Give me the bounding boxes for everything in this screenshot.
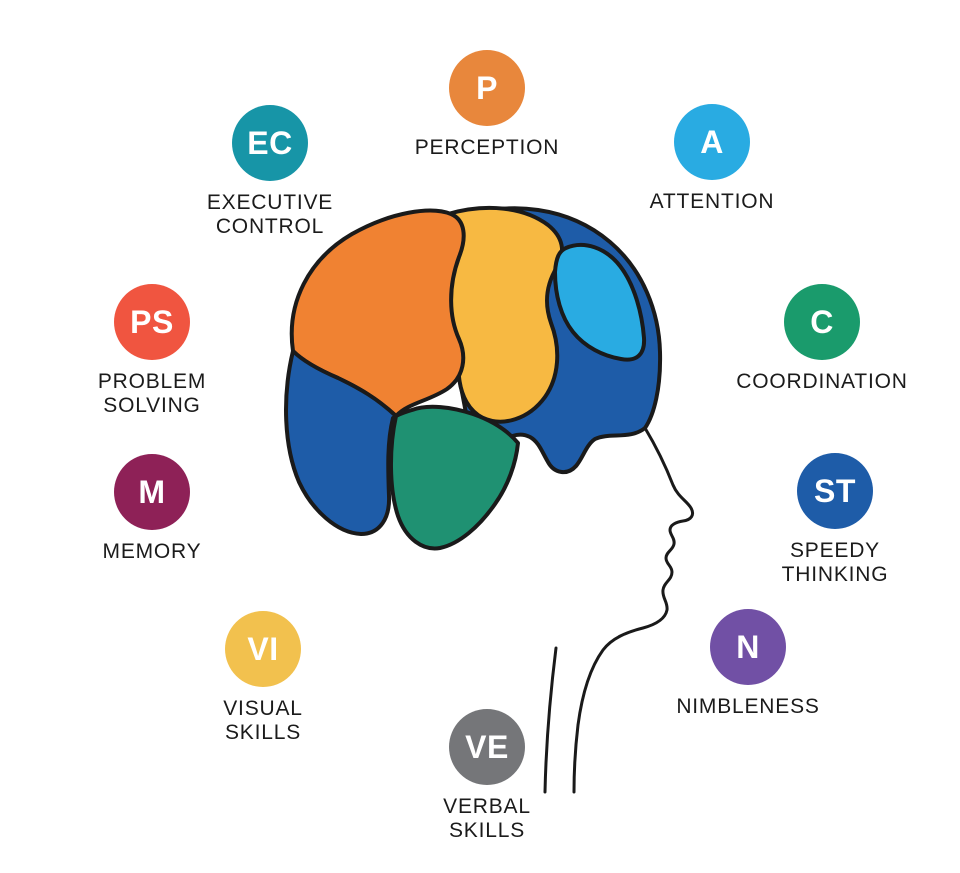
- skill-label-coordination: COORDINATION: [736, 370, 908, 393]
- brain-region-light-blue-patch: [553, 242, 647, 362]
- skill-badge-attention: A: [674, 104, 750, 180]
- skill-label-perception: PERCEPTION: [414, 136, 560, 159]
- brain-region-center-teal: [388, 404, 520, 551]
- skill-label-speedy-thinking: SPEEDY THINKING: [781, 539, 889, 586]
- skill-label-attention: ATTENTION: [649, 190, 775, 213]
- skill-label-nimbleness: NIMBLENESS: [676, 695, 820, 718]
- brain-region-left-dark-blue: [284, 349, 398, 536]
- neck-back-line: [543, 646, 558, 794]
- skill-label-memory: MEMORY: [102, 540, 202, 563]
- skill-problem-solving: PS PROBLEM SOLVING: [32, 284, 272, 417]
- skill-badge-visual-skills: VI: [225, 611, 301, 687]
- skill-visual-skills: VI VISUAL SKILLS: [143, 611, 383, 744]
- skill-perception: P PERCEPTION: [367, 50, 607, 160]
- head-profile-line: [572, 426, 695, 794]
- skill-executive-control: EC EXECUTIVE CONTROL: [150, 105, 390, 238]
- skill-badge-executive-control: EC: [232, 105, 308, 181]
- skill-badge-perception: P: [449, 50, 525, 126]
- skill-badge-memory: M: [114, 454, 190, 530]
- skill-label-visual-skills: VISUAL SKILLS: [223, 697, 303, 744]
- skill-label-verbal-skills: VERBAL SKILLS: [443, 795, 531, 842]
- skill-memory: M MEMORY: [32, 454, 272, 564]
- skill-verbal-skills: VE VERBAL SKILLS: [367, 709, 607, 842]
- skill-attention: A ATTENTION: [592, 104, 832, 214]
- skill-speedy-thinking: ST SPEEDY THINKING: [715, 453, 955, 586]
- skill-badge-problem-solving: PS: [114, 284, 190, 360]
- skill-badge-coordination: C: [784, 284, 860, 360]
- skill-label-executive-control: EXECUTIVE CONTROL: [206, 191, 334, 238]
- skill-coordination: C COORDINATION: [702, 284, 942, 394]
- skill-label-problem-solving: PROBLEM SOLVING: [97, 370, 207, 417]
- skill-badge-nimbleness: N: [710, 609, 786, 685]
- skill-nimbleness: N NIMBLENESS: [628, 609, 868, 719]
- skill-badge-verbal-skills: VE: [449, 709, 525, 785]
- skill-badge-speedy-thinking: ST: [797, 453, 873, 529]
